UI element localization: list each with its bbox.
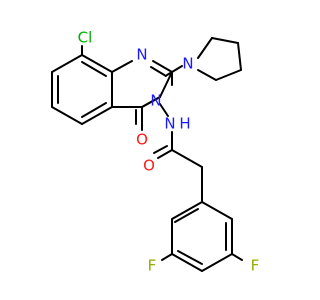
difluorophenyl-ring (171, 201, 233, 272)
fluorine-left-label: F (148, 257, 157, 275)
pyrrolidine-ring (197, 37, 242, 81)
hydrogen-amide-label: H (179, 115, 190, 133)
n3-c4-bond (141, 96, 161, 108)
nitrogen-n1-label: N (136, 46, 147, 64)
c2-n3-bond (159, 71, 173, 98)
amide-group (153, 131, 203, 168)
oxygen-amide-carbonyl-label: O (143, 157, 155, 175)
nitrogen-pyrrolidine-label: N (182, 55, 193, 73)
c-f-right-bond (231, 253, 243, 261)
oxygen-ring-carbonyl-label: O (136, 131, 148, 149)
nitrogen-n3-label: N (150, 92, 161, 110)
n3-nh-bond (159, 103, 169, 117)
nitrogen-amide-label: N (164, 115, 175, 133)
c-f-left-bond (161, 253, 173, 261)
molecule-structure: Cl N N N N H O O F F (51, 29, 260, 275)
fluorine-right-label: F (251, 257, 260, 275)
benzo-ring (51, 54, 113, 125)
chlorine-atom-label: Cl (78, 29, 93, 47)
c2-npyrrolidine-bond (171, 65, 183, 73)
